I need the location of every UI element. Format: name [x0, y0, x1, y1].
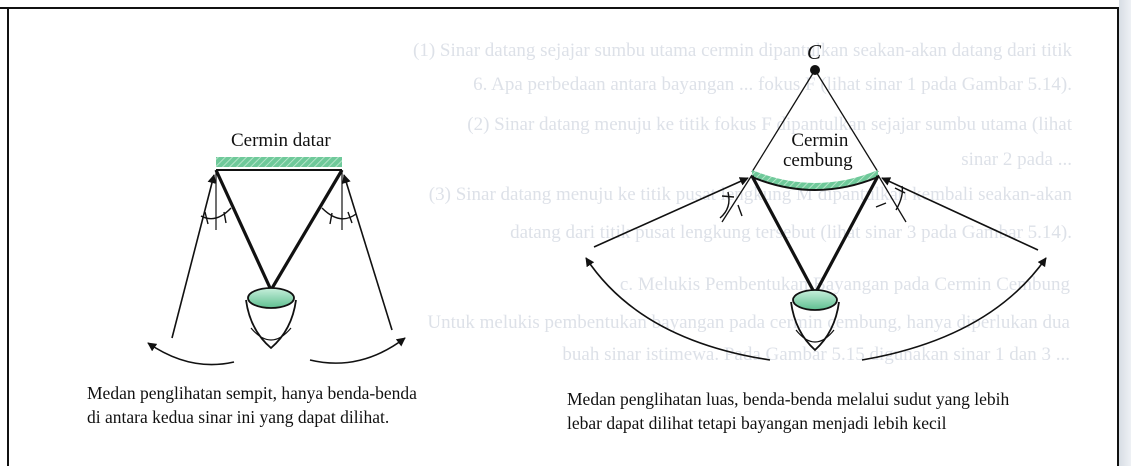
- background-text-line: datang dari titik pusat lengkung tersebu…: [510, 222, 1072, 243]
- background-text-line: (1) Sinar datang sejajar sumbu utama cer…: [413, 40, 1072, 61]
- background-text-line: (3) Sinar datang menuju ke titik pusat l…: [429, 184, 1073, 205]
- plane-mirror-diagram: [147, 157, 406, 366]
- angle-tick-right-1: [329, 212, 333, 225]
- view-arc-left-convex: [585, 257, 771, 361]
- frame-border-top: [0, 7, 1119, 9]
- reflected-ray-right: [269, 169, 344, 291]
- incident-ray-right: [342, 174, 393, 331]
- eye-left: [245, 287, 297, 350]
- angle-tick-right-convex-2: [894, 187, 906, 194]
- angle-tick-left-2: [223, 211, 227, 224]
- radius-line-right: [814, 69, 879, 173]
- angle-tick-left-1: [204, 211, 209, 225]
- caption-left-line-2: di antara kedua sinar ini yang dapat dil…: [87, 407, 390, 427]
- caption-right-line-2: lebar dapat dilihat tetapi bayangan menj…: [567, 413, 947, 433]
- angle-tick-left-convex: [721, 195, 735, 198]
- angle-arc-right-convex: [895, 185, 904, 211]
- frame-border-left: [7, 7, 9, 466]
- background-text-line: 6. Apa perbedaan antara bayangan ... fok…: [473, 74, 1072, 95]
- plane-mirror: [216, 157, 342, 167]
- view-arc-right: [309, 337, 406, 364]
- frame-border-right: [1117, 7, 1119, 466]
- angle-arc-left: [200, 207, 232, 220]
- view-arc-left: [147, 342, 235, 366]
- view-arc-right-convex: [861, 257, 1047, 361]
- convex-mirror-diagram: [585, 65, 1047, 361]
- caption-right: Medan penglihatan luas, benda-benda mela…: [567, 387, 1009, 435]
- reflected-ray-left: [214, 169, 273, 291]
- reflected-ray-left-convex: [750, 175, 816, 293]
- background-text-line: (2) Sinar datang menuju ke titik fokus F…: [467, 114, 1072, 135]
- incident-ray-left: [171, 174, 217, 339]
- convex-mirror-label-line-1: Cermin: [791, 130, 849, 151]
- convex-mirror-surface: [751, 176, 879, 191]
- convex-mirror-label: Cermin cembung: [783, 130, 853, 171]
- radius-line-left: [751, 69, 816, 173]
- plane-mirror-label: Cermin datar: [231, 130, 331, 151]
- caption-left: Medan penglihatan sempit, hanya benda-be…: [87, 381, 417, 429]
- angle-tick-right-2: [347, 211, 353, 224]
- convex-mirror-label-line-2: cembung: [783, 150, 853, 171]
- reflected-ray-right-convex: [814, 175, 880, 293]
- background-text-line: Untuk melukis pembentukan bayangan pada …: [427, 312, 1070, 333]
- incident-ray-left-convex: [593, 177, 749, 248]
- angle-arc-left-convex: [719, 191, 730, 219]
- convex-mirror: [752, 170, 878, 190]
- background-text-line: sinar 2 pada ...: [961, 149, 1072, 170]
- incident-ray-right-convex: [881, 177, 1039, 251]
- angle-tick-left-convex-2: [737, 204, 743, 217]
- caption-left-line-1: Medan penglihatan sempit, hanya benda-be…: [87, 383, 417, 403]
- page-edge-strip: [1119, 0, 1131, 466]
- caption-right-line-1: Medan penglihatan luas, benda-benda mela…: [567, 389, 1010, 409]
- angle-arc-right: [321, 207, 357, 220]
- angle-tick-right-convex: [875, 202, 887, 208]
- eye-right: [790, 289, 840, 352]
- background-text-line: buah sinar istimewa. Pada Gambar 5.15 di…: [562, 344, 1070, 365]
- normal-ext-left: [721, 174, 753, 223]
- background-text-line: c. Melukis Pembentukan Bayangan pada Cer…: [620, 274, 1071, 295]
- center-point-label: C: [807, 40, 822, 64]
